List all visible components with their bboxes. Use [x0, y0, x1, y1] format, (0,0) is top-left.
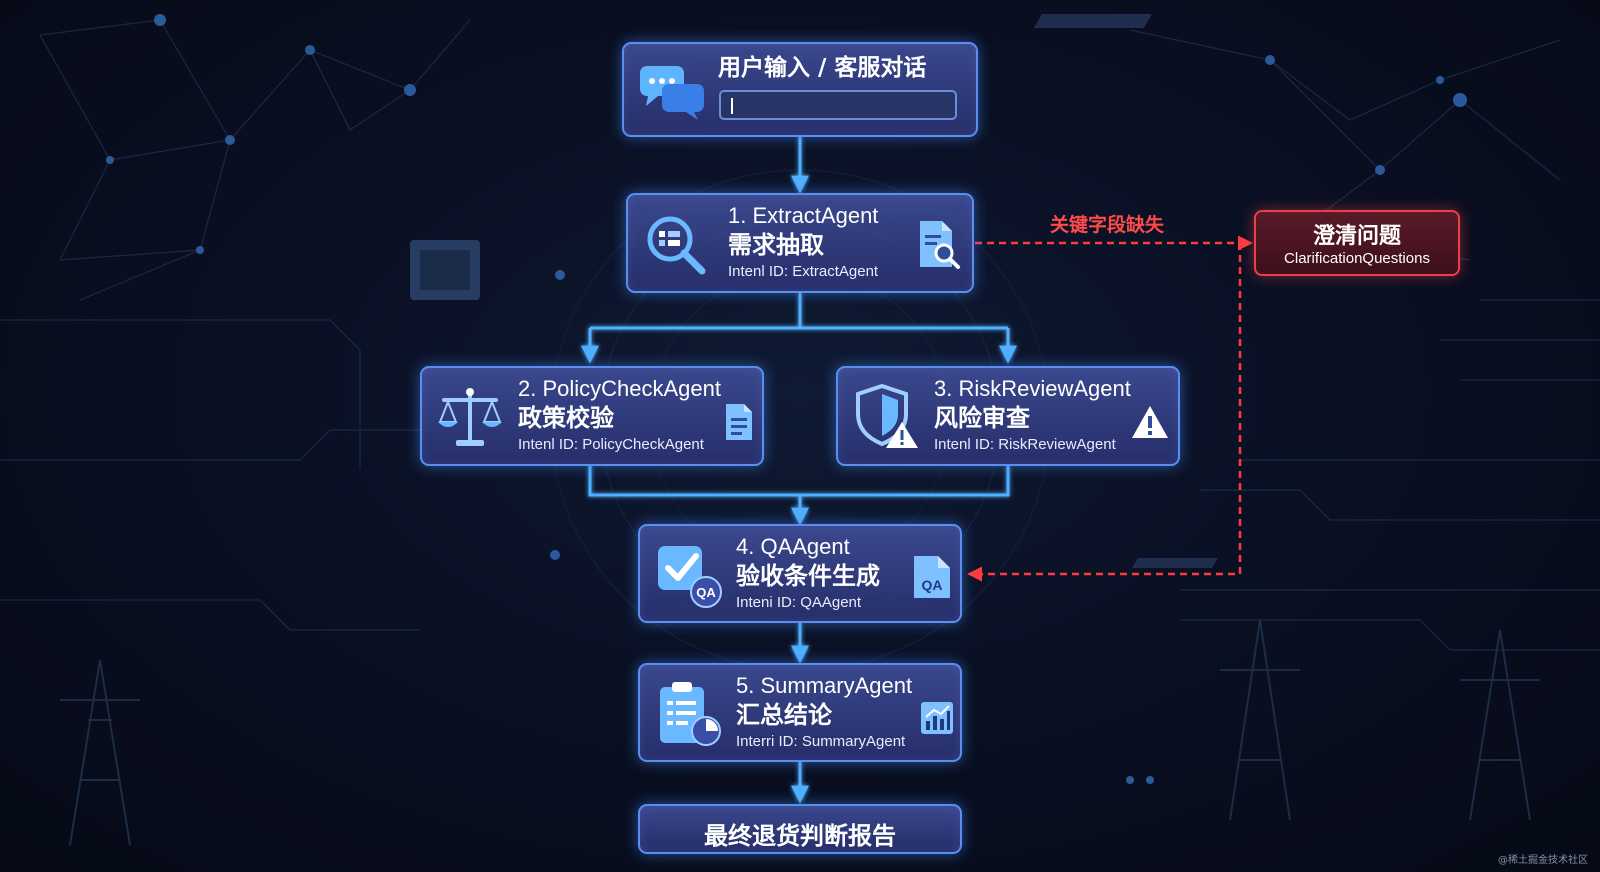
summary-agent-title: 5. SummaryAgent	[736, 673, 913, 698]
edge-extract-split	[590, 293, 1008, 330]
document-search-icon	[920, 221, 960, 269]
summary-agent-subtitle: 汇总结论	[736, 701, 832, 729]
shield-warning-icon	[856, 383, 918, 448]
extract-agent-title: 1. ExtractAgent	[728, 203, 879, 228]
policy-check-agent-intent-id: Intenl ID: PolicyCheckAgent	[518, 436, 704, 453]
scales-icon	[438, 388, 502, 446]
warning-triangle-icon	[1132, 406, 1168, 438]
magnifier-icon	[647, 216, 706, 275]
chat-bubbles-icon	[640, 66, 704, 120]
final-report-label: 最终退货判断报告	[704, 822, 896, 850]
text-caret	[731, 98, 733, 114]
qa-agent-title: 4. QAAgent	[736, 534, 850, 559]
final-report-node: 最终退货判断报告	[638, 804, 962, 854]
user-input-node: 用户输入 / 客服对话	[622, 42, 978, 137]
policy-check-agent-subtitle: 政策校验	[518, 404, 614, 432]
policy-check-agent-node: 2. PolicyCheckAgent 政策校验 Intenl ID: Poli…	[420, 366, 764, 466]
qa-agent-intent-id: Inteni ID: QAAgent	[736, 594, 862, 611]
chat-input-field[interactable]	[719, 90, 957, 120]
clarification-node: 澄清问题 ClarificationQuestions	[1254, 210, 1460, 276]
risk-review-agent-node: 3. RiskReviewAgent 风险审查 Intenl ID: RiskR…	[836, 366, 1180, 466]
svg-text:QA: QA	[922, 577, 943, 593]
risk-review-agent-title: 3. RiskReviewAgent	[934, 376, 1131, 401]
input-title: 用户输入 / 客服对话	[718, 55, 927, 81]
risk-review-agent-subtitle: 风险审查	[934, 404, 1030, 432]
bar-chart-icon	[921, 702, 953, 734]
extract-agent-subtitle: 需求抽取	[728, 231, 824, 259]
document-qa-icon: QA	[914, 556, 950, 598]
extract-agent-node: 1. ExtractAgent 需求抽取 Intenl ID: ExtractA…	[626, 193, 974, 293]
qa-agent-subtitle: 验收条件生成	[736, 562, 880, 590]
edge-clarify-to-qa	[967, 243, 1242, 582]
edge-merge	[588, 466, 1010, 497]
document-icon	[726, 404, 752, 440]
extract-agent-intent-id: Intenl ID: ExtractAgent	[728, 263, 879, 280]
missing-fields-label: 关键字段缺失	[1050, 214, 1165, 236]
qa-agent-node: QA 4. QAAgent 验收条件生成 Inteni ID: QAAgent …	[638, 524, 962, 623]
summary-agent-intent-id: Interri ID: SummaryAgent	[736, 733, 906, 750]
svg-text:QA: QA	[696, 585, 716, 600]
clarification-title: 澄清问题	[1312, 224, 1401, 249]
summary-agent-node: 5. SummaryAgent 汇总结论 Interri ID: Summary…	[638, 663, 962, 762]
watermark: @稀土掘金技术社区	[1498, 855, 1588, 866]
policy-check-agent-title: 2. PolicyCheckAgent	[518, 376, 721, 401]
clarification-subtitle: ClarificationQuestions	[1284, 250, 1430, 267]
checkbox-qa-icon: QA	[658, 546, 722, 608]
risk-review-agent-intent-id: Intenl ID: RiskReviewAgent	[934, 436, 1116, 453]
clipboard-chart-icon	[660, 682, 721, 746]
